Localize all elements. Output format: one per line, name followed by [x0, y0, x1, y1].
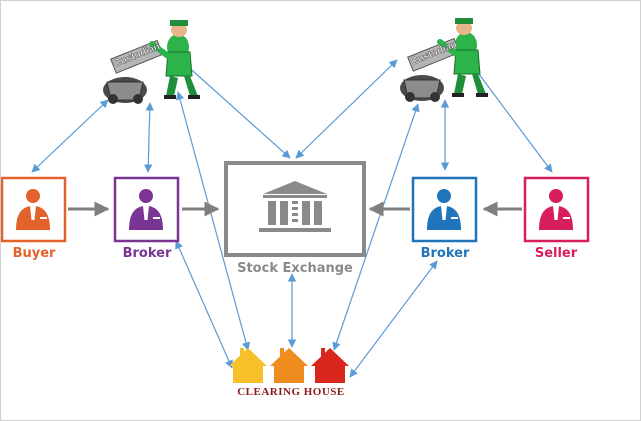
broker-left-custodian-link — [144, 102, 154, 173]
custodian-left-exchange-link — [183, 62, 291, 159]
custodian-left-figure — [103, 20, 200, 104]
custodian-left-clearing-link — [175, 91, 251, 351]
seller-box — [523, 176, 590, 243]
custodian-right-clearing-link — [332, 103, 420, 351]
buyer-label: Buyer — [12, 246, 56, 261]
house-red-icon — [311, 348, 349, 383]
broker-right-clearing-link — [349, 260, 438, 378]
clearing-house-icons — [229, 348, 349, 383]
seller-person-icon — [539, 189, 573, 230]
buyer-person-icon — [16, 189, 50, 230]
broker-right-label: Broker — [420, 246, 470, 261]
house-yellow-icon — [229, 348, 267, 383]
house-orange-icon — [270, 348, 308, 383]
buyer-box — [0, 176, 67, 243]
seller-custodian-link — [469, 61, 553, 173]
stock-exchange-box — [224, 161, 366, 257]
broker-left-clearing-link — [175, 240, 233, 369]
custodian-right-figure — [400, 18, 488, 102]
broker-right-box — [411, 176, 478, 243]
connector-lines — [31, 59, 553, 378]
buyer-custodian-link — [31, 99, 109, 173]
broker-left-label: Broker — [122, 246, 172, 261]
clearing-house-label: CLEARING HOUSE — [237, 386, 345, 398]
seller-label: Seller — [534, 246, 578, 261]
custodian-right-exchange-link — [295, 59, 398, 159]
broker-right-person-icon — [427, 189, 461, 230]
broker-left-person-icon — [129, 189, 163, 230]
bank-building-icon — [259, 181, 331, 232]
stock-exchange-label: Stock Exchange — [237, 261, 353, 276]
broker-left-box — [113, 176, 180, 243]
